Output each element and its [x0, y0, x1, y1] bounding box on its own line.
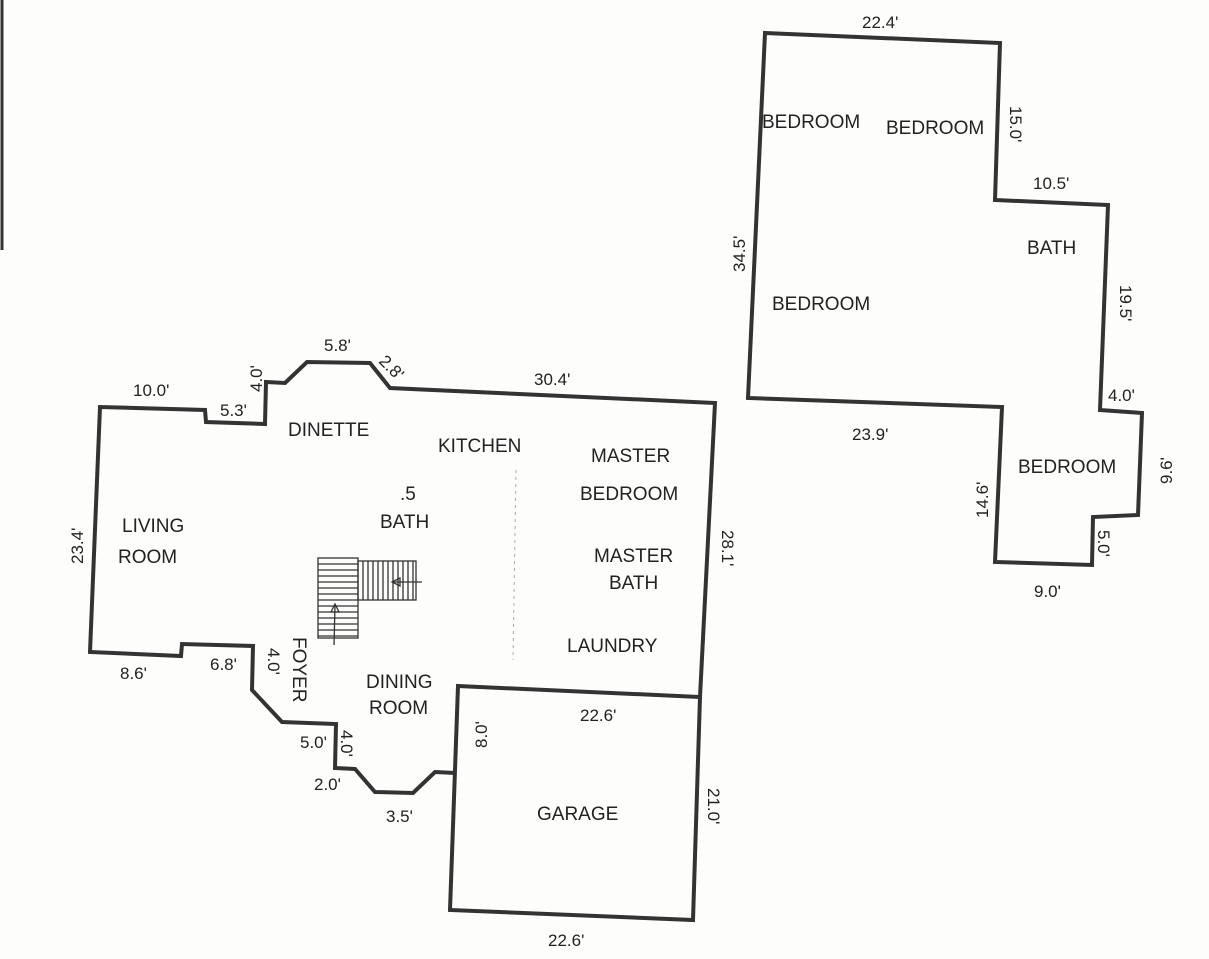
room-foyer: FOYER: [288, 637, 309, 702]
second-floor-outline: [745, 30, 1145, 568]
dim-label: 2.8': [375, 351, 407, 383]
dim-label: 8.0': [472, 721, 491, 748]
room-half-bath-line2: BATH: [380, 512, 429, 533]
room-master-bath-line2: BATH: [609, 573, 658, 594]
dim-label: 23.9': [852, 425, 888, 444]
dim-label: 30.4': [534, 370, 570, 389]
first-floor-room-labels: DINETTE KITCHEN MASTER BEDROOM .5 BATH L…: [118, 420, 678, 825]
room-laundry: LAUNDRY: [567, 636, 658, 657]
dim-label: 21.0': [704, 788, 723, 824]
room-dining-line1: DINING: [366, 672, 433, 693]
dim-label: 4.0': [337, 730, 356, 757]
dim-label: 2.0': [314, 775, 341, 794]
dim-label: 5.3': [220, 401, 247, 420]
dim-label: 4.0': [247, 365, 266, 392]
dim-label: 9.6': [1157, 457, 1176, 484]
faint-partition: [512, 469, 517, 661]
room-bedroom: BEDROOM: [772, 294, 870, 315]
dim-label: 10.5': [1033, 174, 1069, 193]
dim-label: 22.6': [548, 931, 584, 950]
dim-label: 4.0': [264, 648, 283, 675]
dim-label: 4.0': [1108, 386, 1135, 405]
staircase: [317, 557, 422, 646]
room-bedroom: BEDROOM: [762, 112, 860, 133]
dim-label: 22.4': [862, 13, 898, 32]
second-floor-dimensions: 22.4' 15.0' 10.5' 34.5' 19.5' 4.0' 23.9'…: [730, 13, 1176, 601]
dim-label: 6.8': [210, 655, 237, 674]
dim-label: 34.5': [730, 236, 749, 272]
room-master-bath-line1: MASTER: [594, 546, 673, 567]
room-master-bedroom-line2: BEDROOM: [580, 484, 678, 505]
dim-label: 15.0': [1006, 106, 1025, 142]
dim-label: 22.6': [580, 706, 616, 725]
dim-label: 5.0': [300, 733, 327, 752]
dim-label: 5.8': [324, 336, 351, 355]
room-bedroom: BEDROOM: [1018, 457, 1116, 478]
dim-label: 10.0': [133, 381, 169, 400]
room-bedroom: BEDROOM: [886, 118, 984, 139]
room-living-line1: LIVING: [122, 516, 184, 537]
dim-label: 3.5': [386, 807, 413, 826]
second-floor-room-labels: BEDROOM BEDROOM BATH BEDROOM BEDROOM: [762, 112, 1116, 478]
dim-label: 28.1': [718, 530, 737, 566]
room-half-bath-line1: .5: [400, 484, 416, 505]
dim-label: 14.6': [973, 482, 992, 518]
dim-label: 23.4': [68, 528, 87, 564]
dim-label: 19.5': [1116, 285, 1135, 321]
room-dinette: DINETTE: [288, 420, 369, 441]
garage-outline: [447, 683, 703, 923]
first-floor-outline: [87, 359, 718, 796]
room-living-line2: ROOM: [118, 547, 177, 568]
room-garage: GARAGE: [537, 804, 618, 825]
room-master-bedroom-line1: MASTER: [591, 446, 670, 467]
room-kitchen: KITCHEN: [438, 436, 521, 457]
room-dining-line2: ROOM: [369, 698, 428, 719]
dim-label: 8.6': [120, 664, 147, 683]
dim-label: 9.0': [1034, 582, 1061, 601]
dim-label: 5.0': [1094, 530, 1113, 557]
room-bath: BATH: [1027, 238, 1076, 259]
